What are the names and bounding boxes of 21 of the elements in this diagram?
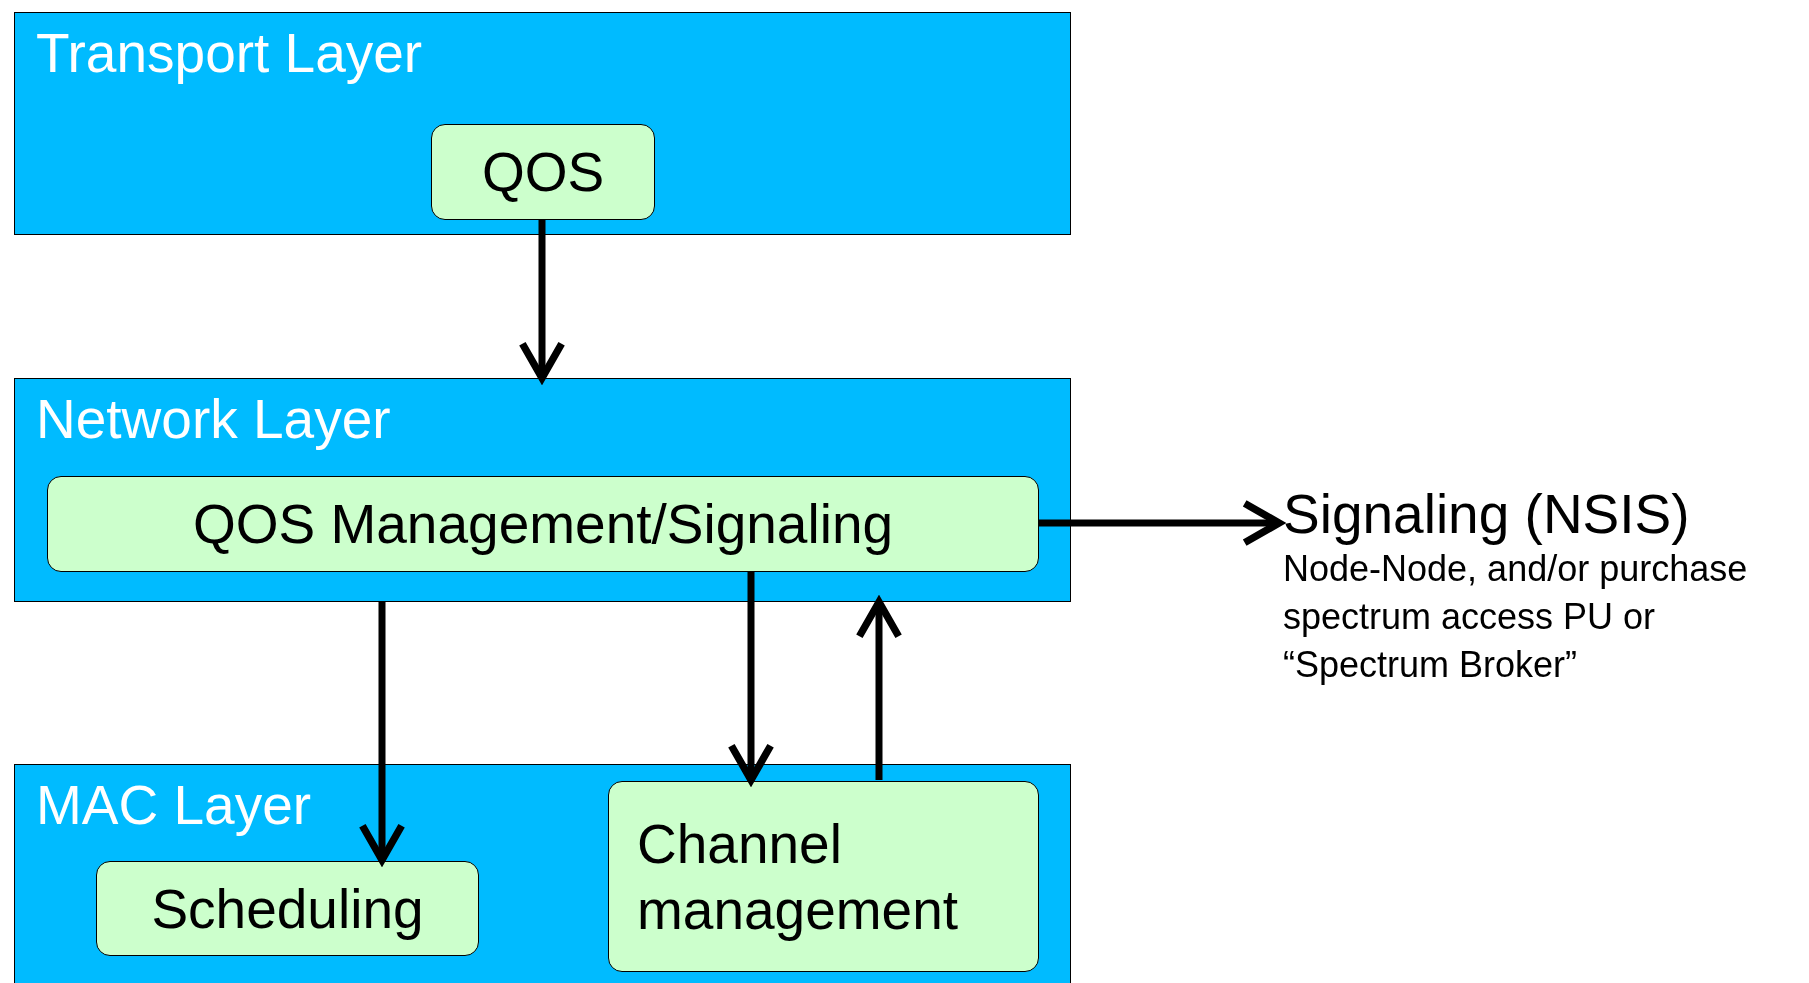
arrow bbox=[1038, 499, 1283, 547]
component-label: Channel management bbox=[637, 811, 960, 943]
component-box bbox=[96, 861, 479, 956]
arrow bbox=[518, 219, 566, 382]
note-text: Node-Node, and/or purchase spectrum access PU or “Spectrum Broker” bbox=[1283, 546, 1749, 687]
layer-box bbox=[14, 378, 1071, 602]
component-box bbox=[431, 124, 655, 220]
node-label: Signaling (NSIS) bbox=[1283, 484, 1690, 545]
component-label: QOS bbox=[481, 140, 605, 205]
component-box bbox=[608, 781, 1039, 972]
component-label: QOS Management/Signaling bbox=[192, 492, 894, 557]
arrow bbox=[855, 598, 903, 780]
layer-title: Network Layer bbox=[36, 389, 391, 450]
layer-box bbox=[14, 764, 1071, 983]
layer-title: Transport Layer bbox=[36, 23, 423, 84]
layer-box bbox=[14, 12, 1071, 235]
arrow bbox=[358, 602, 406, 864]
component-box bbox=[47, 476, 1039, 572]
arrow bbox=[727, 571, 775, 784]
component-label: Scheduling bbox=[151, 876, 424, 942]
layer-title: MAC Layer bbox=[36, 775, 312, 836]
